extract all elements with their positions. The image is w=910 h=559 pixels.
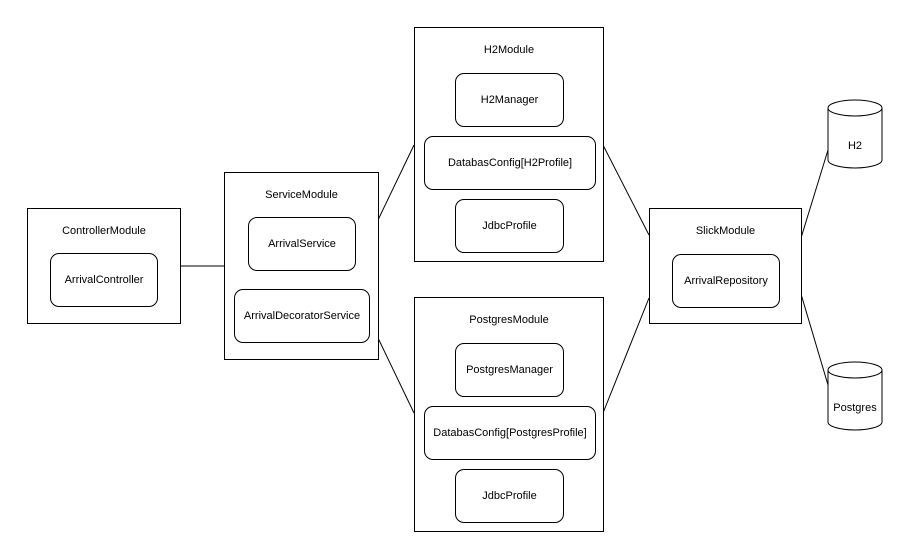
edge-service-h2 [377, 144, 415, 221]
service-module: ServiceModule ArrivalService ArrivalDeco… [224, 172, 379, 360]
module-title: SlickModule [695, 225, 756, 237]
arrival-decorator-service: ArrivalDecoratorService [234, 289, 370, 343]
edge-slick-postgresdb [800, 293, 829, 386]
arrival-controller: ArrivalController [50, 253, 158, 307]
jdbc-profile: JdbcProfile [455, 199, 564, 253]
module-title: H2Module [483, 44, 535, 56]
edge-postgres-slick [602, 297, 650, 414]
database-config-postgres: DatabasConfig[PostgresProfile] [424, 406, 596, 460]
edge-slick-h2db [800, 149, 829, 239]
postgres-database-label: Postgres [833, 402, 877, 414]
edge-h2-slick [602, 144, 650, 236]
controller-module: ControllerModule ArrivalController [27, 208, 181, 324]
arrival-service: ArrivalService [248, 217, 356, 271]
postgres-database [827, 361, 883, 431]
postgres-manager: PostgresManager [455, 343, 564, 397]
h2-database-label: H2 [847, 140, 863, 152]
h2-module: H2Module H2Manager DatabasConfig[H2Profi… [414, 27, 604, 262]
database-config-h2: DatabasConfig[H2Profile] [424, 136, 596, 190]
slick-module: SlickModule ArrivalRepository [649, 208, 802, 324]
module-title: ServiceModule [265, 189, 338, 201]
arrival-repository: ArrivalRepository [672, 254, 780, 308]
h2-database [827, 99, 883, 169]
module-title: ControllerModule [62, 225, 146, 237]
postgres-module: PostgresModule PostgresManager DatabasCo… [414, 297, 604, 532]
module-title: PostgresModule [469, 314, 549, 326]
edge-service-postgres [377, 337, 415, 414]
jdbc-profile: JdbcProfile [455, 469, 564, 523]
h2-manager: H2Manager [455, 73, 564, 127]
